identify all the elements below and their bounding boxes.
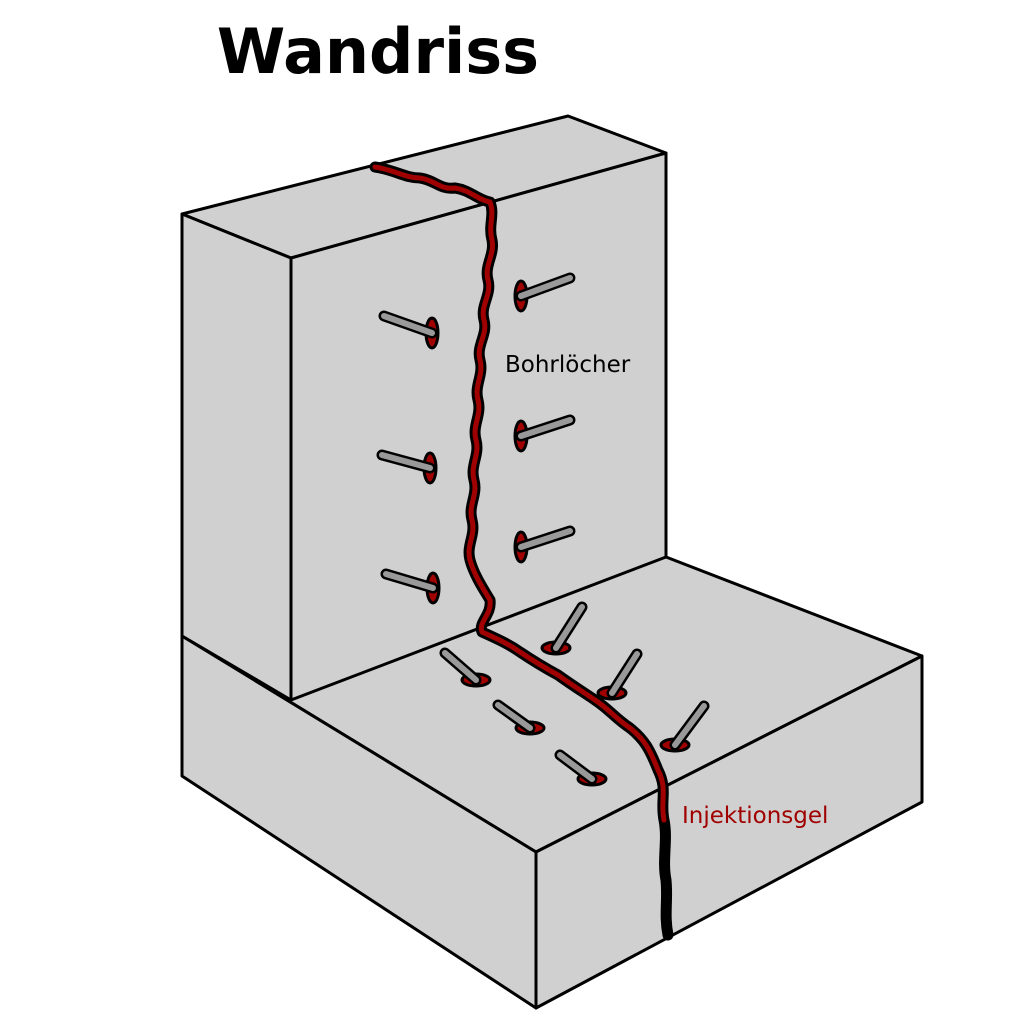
injection-packer [557,752,595,782]
injection-packer [518,275,573,299]
wall-side-face [180,212,293,702]
injection-packer [553,604,585,651]
injection-packer [495,702,533,731]
diagram-title: Wandriss [217,15,539,88]
injection-packer [518,417,573,439]
crack [369,161,674,941]
injection-gel-label: Injektionsgel [682,803,828,829]
injection-packer [672,703,707,748]
drill-hole-with-packer [540,601,588,656]
drill-hole-with-packer [513,414,576,453]
drill-hole-with-packer [439,647,492,688]
drill-hole-with-packer [376,449,438,485]
drill-hole-with-packer [513,272,576,313]
drill-hole-with-packer [513,525,576,564]
base-side-face [534,654,924,1010]
injection-packer [518,528,573,550]
drill-holes-label: Bohrlöcher [505,352,631,378]
drill-hole-with-packer [492,699,546,736]
injection-packer [381,313,435,336]
injection-packer [609,651,640,696]
drill-hole-with-packer [380,568,441,605]
injection-packer [379,452,433,471]
drill-hole-with-packer [554,749,608,787]
drill-hole-with-packer [378,310,440,350]
injection-packer [383,571,436,591]
injection-gel-fill [372,164,667,823]
drill-hole-with-packer [596,648,643,701]
drill-holes [376,272,710,787]
drill-hole-with-packer [659,700,710,753]
injection-packer [442,650,479,683]
